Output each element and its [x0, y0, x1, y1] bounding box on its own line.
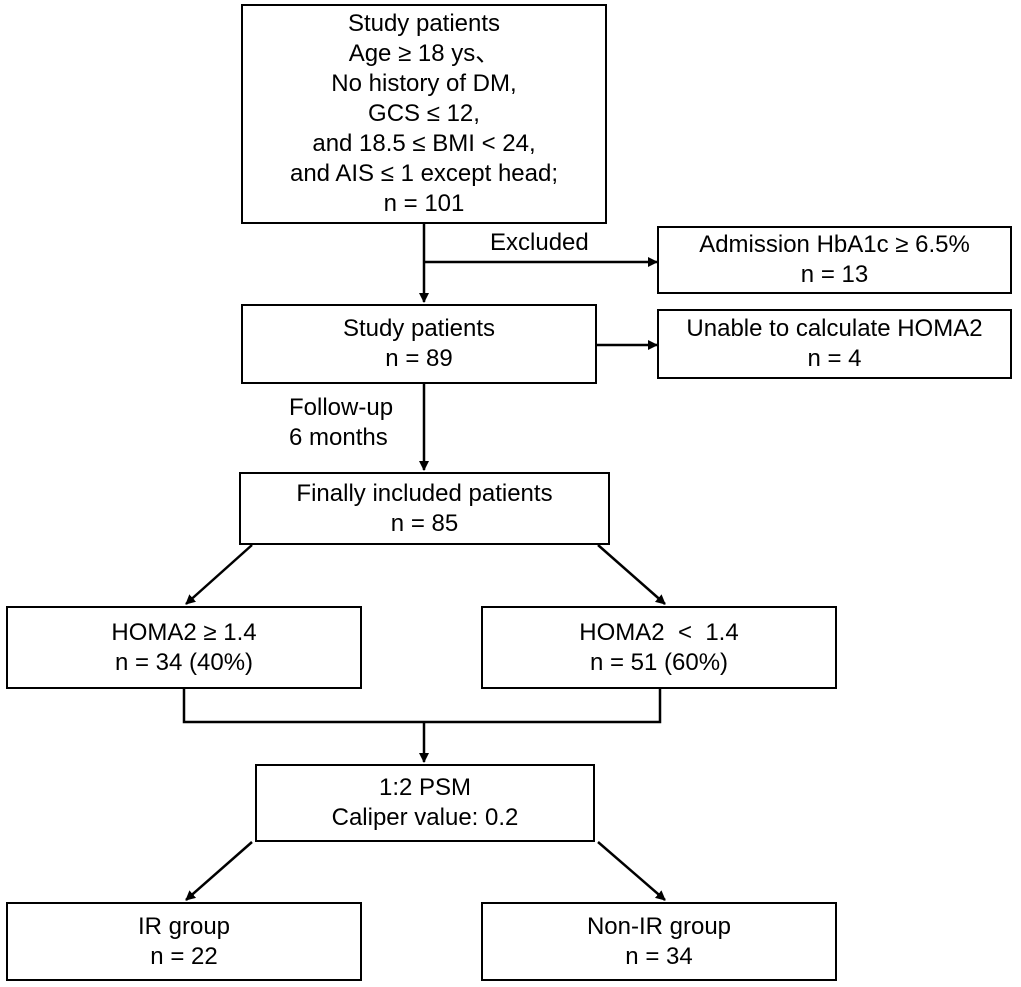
arrow-to-ir-group [185, 841, 253, 901]
box-psm: 1:2 PSM Caliper value: 0.2 [255, 764, 595, 842]
box-line: n = 34 [625, 942, 693, 970]
box-line: Unable to calculate HOMA2 [686, 315, 983, 342]
box-line: Non-IR group [586, 912, 732, 940]
box-line: HOMA2 < 1.4 [579, 618, 739, 646]
box-finally-included: Finally included patients n = 85 [239, 472, 610, 545]
arrow-to-non-ir-group [597, 841, 666, 901]
box-ir-group: IR group n = 22 [6, 902, 362, 981]
box-homa2-low: HOMA2 < 1.4 n = 51 (60%) [481, 606, 837, 689]
arrow-to-homa2-high [185, 544, 253, 605]
box-line: Admission HbA1c ≥ 6.5% [699, 231, 970, 258]
box-line: n = 89 [385, 345, 453, 372]
box-excluded-hba1c: Admission HbA1c ≥ 6.5% n = 13 [657, 226, 1012, 294]
label-excluded: Excluded [490, 229, 589, 256]
box-line: Study patients [342, 315, 496, 342]
box-line: Caliper value: 0.2 [331, 804, 519, 831]
box-line: HOMA2 ≥ 1.4 [111, 618, 257, 646]
box-line: n = 4 [807, 345, 862, 372]
box-study-patients-89: Study patients n = 89 [241, 304, 597, 384]
box-line: 1:2 PSM [378, 774, 472, 801]
box-line: IR group [137, 912, 231, 940]
box-line: No history of DM, [331, 70, 517, 97]
arrow-to-homa2-low [597, 544, 666, 605]
box-line: Study patients [347, 10, 501, 37]
box-line: and AIS ≤ 1 except head; [289, 160, 559, 187]
box-line: n = 22 [150, 942, 218, 970]
box-line: Finally included patients [296, 479, 553, 507]
box-line: n = 51 (60%) [589, 648, 729, 676]
box-line: n = 13 [800, 261, 869, 288]
box-study-patients-initial: Study patients Age ≥ 18 ys、 No history o… [241, 4, 607, 224]
merge-line [182, 689, 662, 724]
box-non-ir-group: Non-IR group n = 34 [481, 902, 837, 981]
box-line: and 18.5 ≤ BMI < 24, [312, 130, 536, 157]
label-follow-up: Follow-up 6 months [289, 393, 393, 453]
label-line: 6 months [289, 424, 388, 451]
box-line: n = 101 [383, 190, 465, 217]
label-line: Follow-up [289, 394, 394, 421]
box-line: GCS ≤ 12, [368, 100, 480, 127]
box-homa2-high: HOMA2 ≥ 1.4 n = 34 (40%) [6, 606, 362, 689]
box-unable-homa2: Unable to calculate HOMA2 n = 4 [657, 309, 1012, 379]
box-line: Age ≥ 18 ys、 [348, 40, 500, 67]
box-line: n = 34 (40%) [114, 648, 254, 676]
box-line: n = 85 [390, 509, 459, 537]
